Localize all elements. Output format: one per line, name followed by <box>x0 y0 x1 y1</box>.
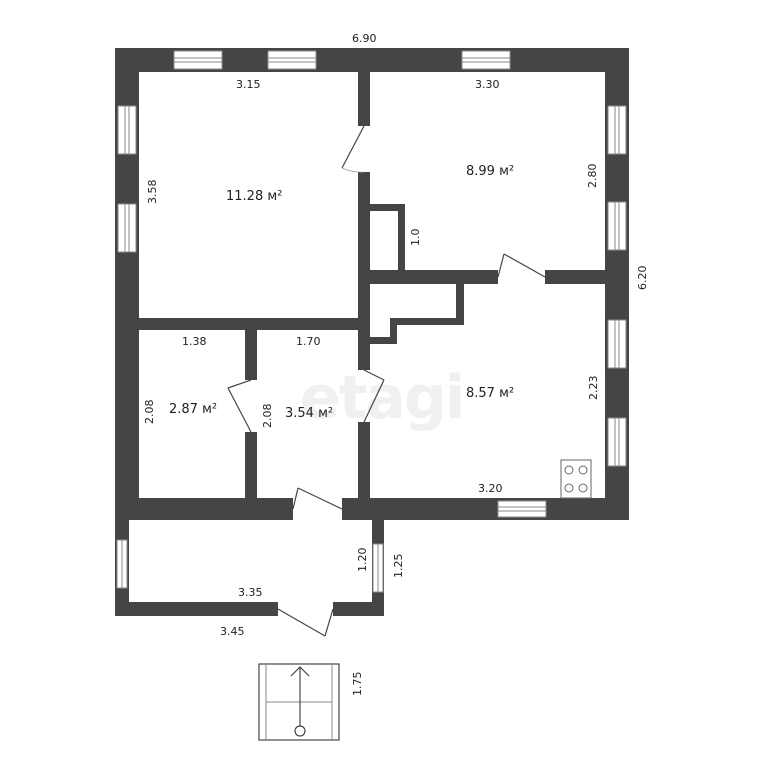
room-kitchen-height: 2.23 <box>587 376 600 401</box>
porch-outer-depth: 1.25 <box>392 554 405 579</box>
overall-width-label: 6.90 <box>352 32 377 45</box>
wall-mid-kitchen-upper <box>358 330 370 370</box>
room-ne-height: 2.80 <box>586 164 599 189</box>
room-ne-width: 3.30 <box>475 78 500 91</box>
room-sw-mid-height: 2.08 <box>261 404 274 429</box>
stove-icon <box>560 459 592 499</box>
wall-nw-ne-lower <box>358 172 370 330</box>
window-top-3 <box>461 50 511 70</box>
porch-bottom-right <box>333 602 384 616</box>
room-nw-area: 11.28 м² <box>226 189 282 204</box>
door-entrance <box>292 487 343 510</box>
wall-bottom-left <box>115 498 293 520</box>
room-sw-mid-width: 1.70 <box>296 335 321 348</box>
dimensions: 6.90 6.20 3.15 3.58 11.28 м² 3.30 2.80 8… <box>143 32 649 696</box>
room-kitchen-width: 3.20 <box>478 482 503 495</box>
watermark: etagi <box>300 363 463 433</box>
room-nw-width: 3.15 <box>236 78 261 91</box>
arrow-up-icon <box>290 666 310 737</box>
window-right-2 <box>607 201 627 251</box>
room-sw-small-area: 2.87 м² <box>169 402 217 417</box>
window-left-1 <box>117 105 137 155</box>
window-top-2 <box>267 50 317 70</box>
closet-right <box>398 204 405 272</box>
wall-small-mid-lower <box>245 432 257 502</box>
wall-small-mid-upper <box>245 330 257 380</box>
wall-nw-bottom <box>139 318 370 330</box>
step-1 <box>456 284 464 324</box>
porch-outer-width: 3.45 <box>220 625 245 638</box>
overall-height-label: 6.20 <box>636 266 649 291</box>
window-left-2 <box>117 203 137 253</box>
step-2 <box>390 318 464 325</box>
room-kitchen-area: 8.57 м² <box>466 386 514 401</box>
closet-depth: 1.0 <box>409 229 422 247</box>
porch-inner-depth: 1.20 <box>356 548 369 573</box>
window-bottom-kitchen <box>497 500 547 518</box>
room-sw-mid-area: 3.54 м² <box>285 406 333 421</box>
room-nw-height: 3.58 <box>146 180 159 205</box>
wall-nw-ne-upper <box>358 72 370 126</box>
window-top-1 <box>173 50 223 70</box>
door-small-room <box>227 379 252 433</box>
window-right-3 <box>607 319 627 369</box>
door-ne-kitchen <box>497 253 546 278</box>
wall-bottom-right <box>342 498 629 520</box>
window-porch-left <box>116 539 128 589</box>
wall-ne-bottom-b <box>545 270 605 284</box>
room-ne-area: 8.99 м² <box>466 164 514 179</box>
porch <box>115 520 384 616</box>
interior-walls <box>139 72 605 502</box>
room-sw-small-width: 1.38 <box>182 335 207 348</box>
window-right-1 <box>607 105 627 155</box>
windows <box>116 50 627 593</box>
stair <box>258 663 340 741</box>
window-porch-right <box>372 543 384 593</box>
porch-bottom-left <box>115 602 278 616</box>
room-sw-small-height: 2.08 <box>143 400 156 425</box>
step-4 <box>370 337 397 344</box>
door-porch-exit <box>277 608 334 637</box>
doors <box>227 125 546 637</box>
step-3 <box>390 318 397 344</box>
closet-top <box>370 204 405 211</box>
stair-depth: 1.75 <box>351 672 364 697</box>
porch-inner-width: 3.35 <box>238 586 263 599</box>
door-nw-ne <box>341 125 365 173</box>
window-right-4 <box>607 417 627 467</box>
wall-ne-bottom-a <box>370 270 498 284</box>
door-mid-room <box>363 369 385 423</box>
wall-mid-kitchen-lower <box>358 422 370 502</box>
